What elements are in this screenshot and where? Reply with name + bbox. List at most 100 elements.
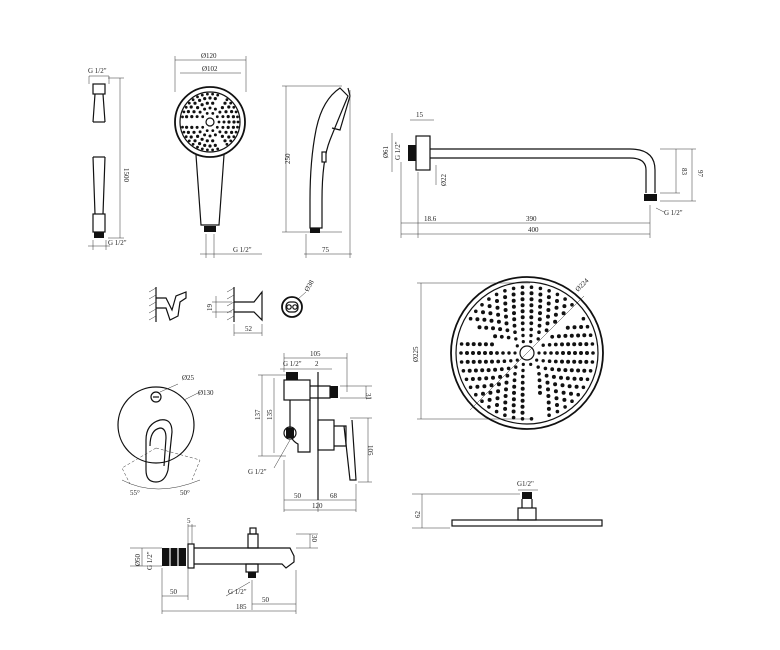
nozzle-dot xyxy=(538,286,543,291)
nozzle-dot xyxy=(570,399,574,404)
nozzle-dot xyxy=(496,312,501,317)
hand-shower-thread: G 1/2" xyxy=(233,246,252,254)
nozzle-dot xyxy=(553,382,558,387)
nozzle-dot xyxy=(482,384,487,389)
nozzle-dot xyxy=(584,359,589,364)
nozzle-dot xyxy=(232,105,236,109)
nozzle-dot xyxy=(196,106,200,110)
hand-shower-side: 250 75 xyxy=(282,85,352,258)
rain-shower-top: Ø225 Ø224 xyxy=(412,276,604,430)
nozzle-dot xyxy=(513,330,517,335)
nozzle-dot xyxy=(562,304,567,309)
nozzle-dot xyxy=(520,321,525,326)
nozzle-dot xyxy=(538,298,543,303)
nozzle-dot xyxy=(187,139,191,143)
nozzle-dot xyxy=(547,413,551,418)
nozzle-dot xyxy=(471,342,476,347)
spout-outlet-offset: 50 xyxy=(262,596,270,604)
nozzle-dot xyxy=(206,92,209,96)
nozzle-dot xyxy=(486,368,491,373)
nozzle-dot xyxy=(470,377,475,381)
nozzle-dot xyxy=(546,387,550,392)
valve-dim-right: 68 xyxy=(330,492,338,500)
nozzle-dot xyxy=(181,125,184,129)
nozzle-dot xyxy=(511,298,516,303)
nozzle-dot xyxy=(464,377,469,382)
nozzle-dot xyxy=(185,125,189,129)
nozzle-dot xyxy=(471,359,476,364)
nozzle-dot xyxy=(190,115,194,119)
nozzle-dot xyxy=(218,110,222,114)
holder-front: 19 52 xyxy=(206,287,263,336)
nozzle-dot xyxy=(561,351,565,355)
nozzle-dot xyxy=(196,134,200,138)
nozzle-dot xyxy=(203,143,207,147)
nozzle-dot xyxy=(572,325,577,330)
nozzle-dot xyxy=(459,342,464,346)
nozzle-dot xyxy=(487,397,492,402)
nozzle-dot xyxy=(483,359,488,364)
nozzle-dot xyxy=(484,376,489,381)
nozzle-dot xyxy=(181,115,184,119)
nozzle-dot xyxy=(217,120,221,124)
nozzle-dot xyxy=(574,384,579,389)
spout-height: 30 xyxy=(310,535,318,543)
holder-outlet-dia: Ø38 xyxy=(303,278,316,293)
nozzle-dot xyxy=(529,333,533,338)
nozzle-dot xyxy=(588,369,593,373)
nozzle-dot xyxy=(529,303,534,308)
hose-top-thread: G 1/2" xyxy=(88,67,107,75)
nozzle-dot xyxy=(543,366,548,371)
nozzle-dot xyxy=(512,311,516,316)
nozzle-dot xyxy=(538,311,542,316)
nozzle-dot xyxy=(493,334,498,339)
nozzle-dot xyxy=(511,409,516,414)
nozzle-dot xyxy=(465,359,470,364)
arm-length: 390 xyxy=(526,215,537,223)
nozzle-dot xyxy=(494,409,499,414)
nozzle-dot xyxy=(560,342,564,347)
nozzle-dot xyxy=(223,101,227,105)
nozzle-dot xyxy=(505,373,510,378)
nozzle-dot xyxy=(489,318,494,323)
spout-wall: 5 xyxy=(187,517,191,525)
hand-shower-front: Ø120 Ø102 G 1/2" xyxy=(174,52,262,258)
nozzle-dot xyxy=(200,103,204,107)
nozzle-dot xyxy=(216,93,220,97)
nozzle-dot xyxy=(590,360,595,364)
nozzle-dot xyxy=(231,115,235,119)
nozzle-dot xyxy=(585,324,590,329)
nozzle-dot xyxy=(515,344,519,348)
spout-thread: G 1/2" xyxy=(146,551,154,570)
nozzle-dot xyxy=(189,105,193,109)
nozzle-dot xyxy=(553,319,558,324)
nozzle-dot xyxy=(192,130,196,134)
nozzle-dot xyxy=(227,120,231,124)
nozzle-dot xyxy=(529,340,533,344)
nozzle-dot xyxy=(215,115,219,119)
nozzle-dot xyxy=(493,367,498,372)
mixer-knob-dia: Ø25 xyxy=(182,374,195,382)
nozzle-dot xyxy=(520,309,525,314)
nozzle-dot xyxy=(205,101,209,105)
nozzle-dot xyxy=(549,351,553,355)
nozzle-dot xyxy=(189,135,193,139)
mixer-angle-left: 55° xyxy=(130,489,140,497)
outlet-front: Ø38 xyxy=(281,278,316,318)
valve-outlet-height: 31 xyxy=(364,393,372,401)
nozzle-dot xyxy=(555,403,559,407)
valve-lever-height: 105 xyxy=(366,445,374,456)
nozzle-dot xyxy=(186,130,190,134)
nozzle-dot xyxy=(513,351,517,355)
nozzle-dot xyxy=(511,397,516,402)
nozzle-dot xyxy=(223,139,227,143)
nozzle-dot xyxy=(537,378,542,383)
arm-offset: 18.6 xyxy=(424,215,437,223)
nozzle-dot xyxy=(537,317,542,322)
nozzle-dot xyxy=(584,342,589,347)
nozzle-dot xyxy=(504,387,508,392)
arm-drop-inner: 83 xyxy=(680,168,688,176)
nozzle-dot xyxy=(529,297,534,302)
nozzle-dot xyxy=(503,394,508,398)
nozzle-dot xyxy=(503,301,508,306)
